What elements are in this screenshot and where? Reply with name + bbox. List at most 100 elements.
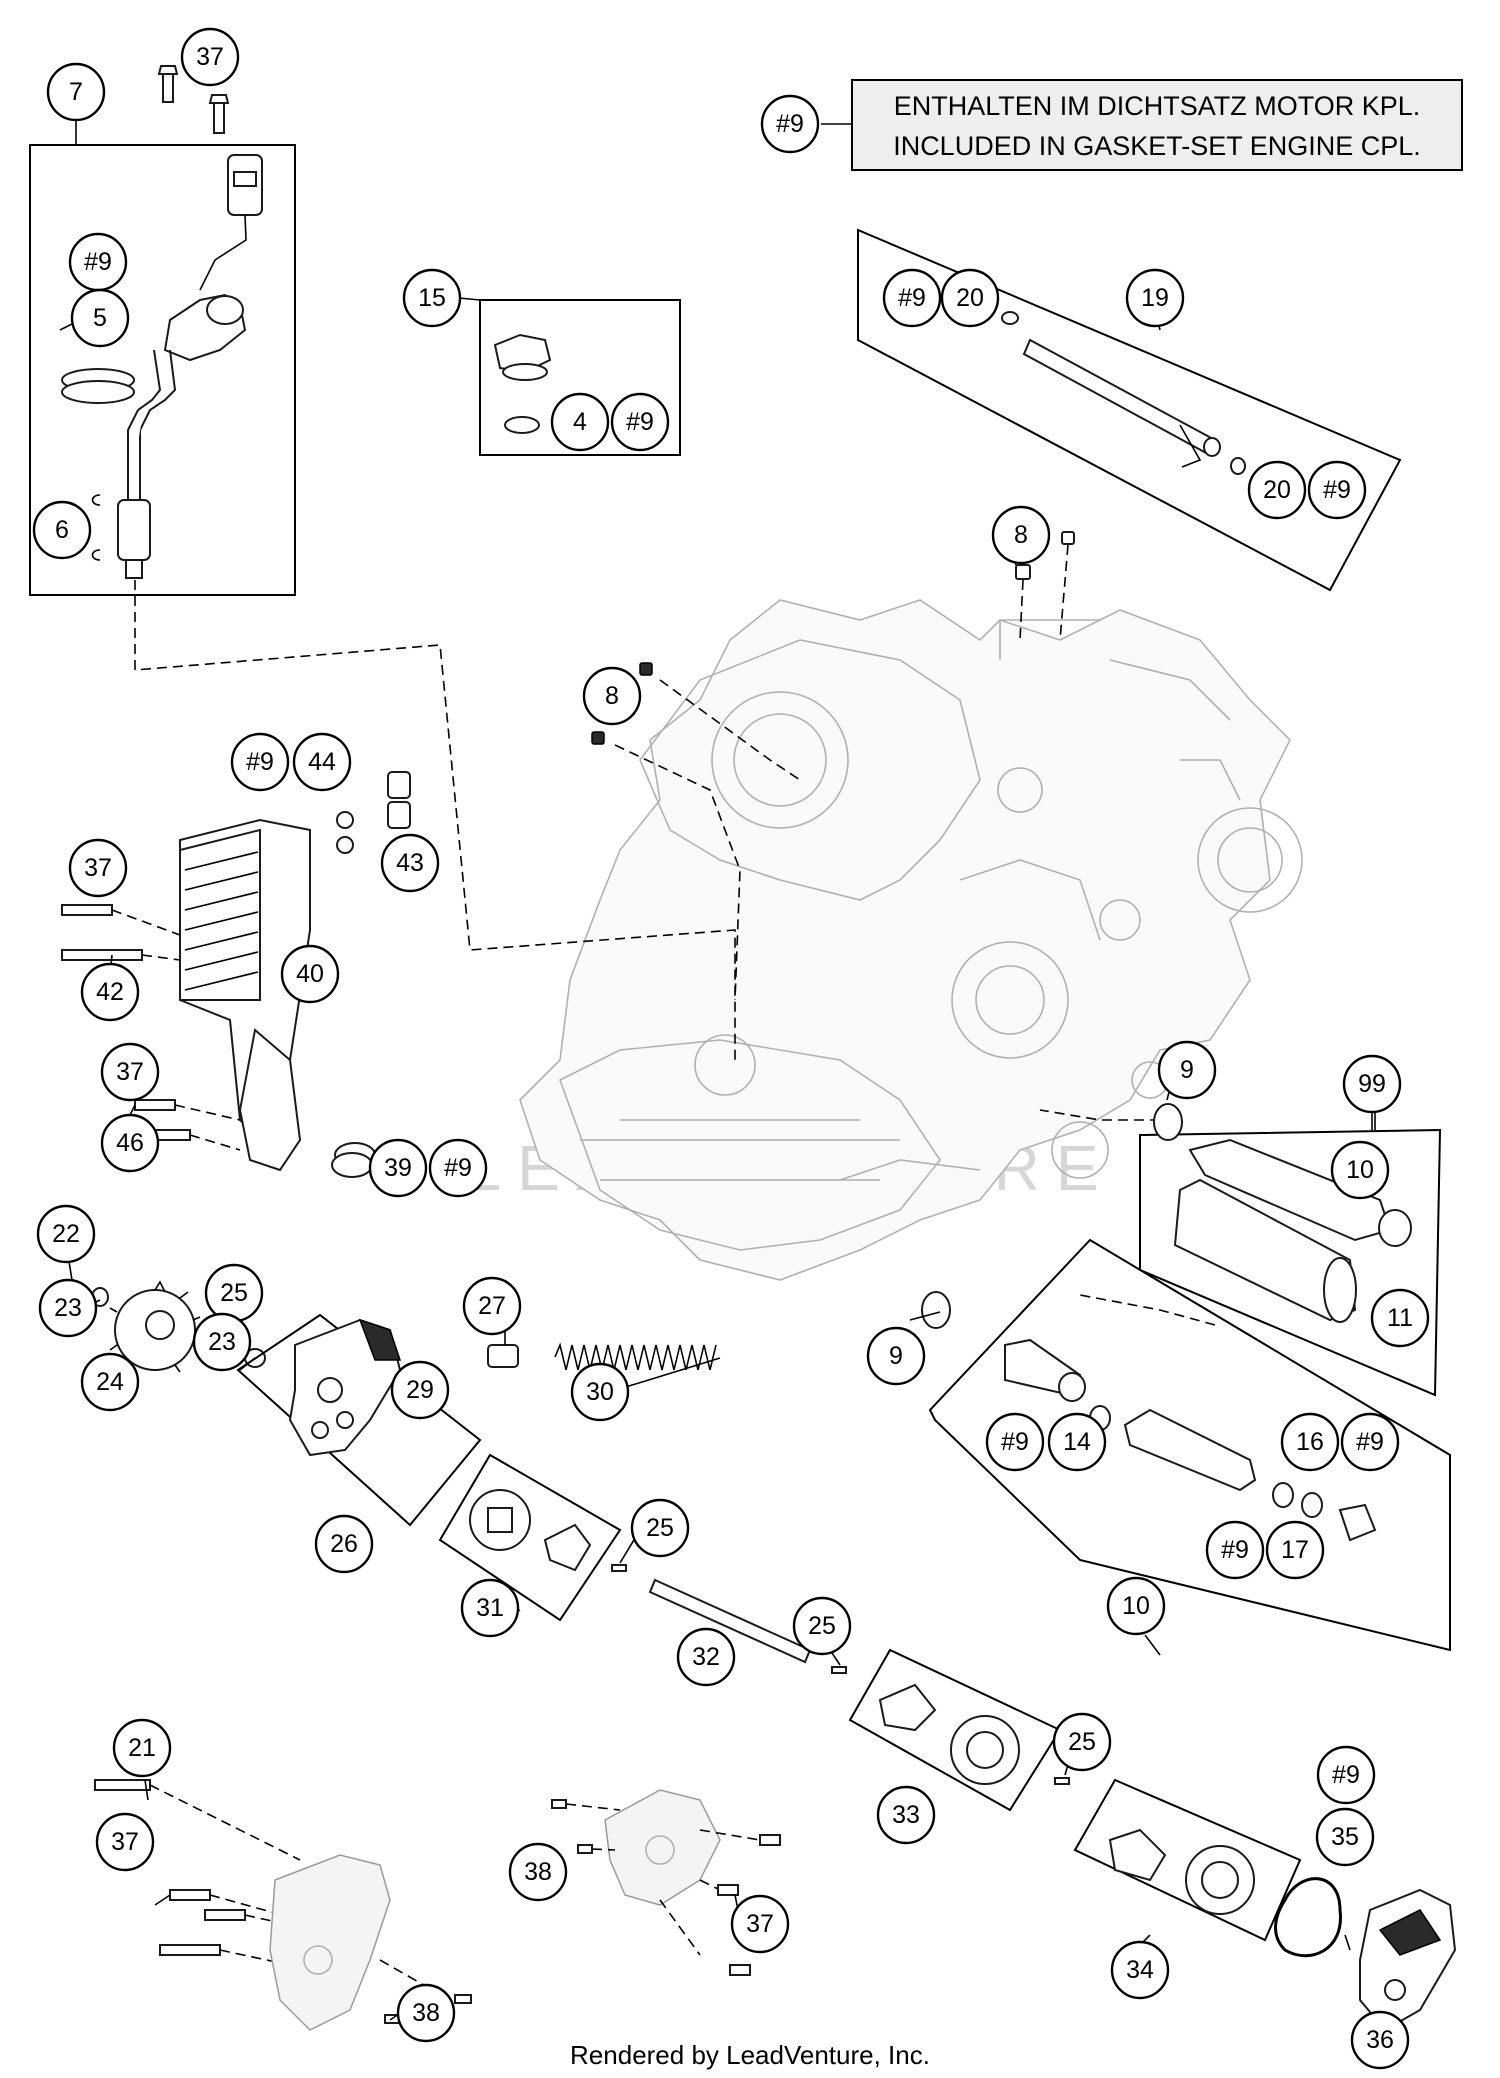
engine-crankcase <box>519 599 1303 1281</box>
callout-label: #9 <box>444 1154 472 1182</box>
callout-ring <box>985 1412 1045 1472</box>
callout-ring <box>1342 1054 1402 1114</box>
callout-25-c: 25 <box>792 1596 852 1656</box>
callout-9-plug: #9 <box>610 392 670 452</box>
callout-ring <box>32 500 92 560</box>
callout-ring <box>1047 1412 1107 1472</box>
callout-label: 21 <box>128 1734 156 1762</box>
callout-label: 40 <box>296 960 324 988</box>
plug-8-leader <box>614 744 741 1001</box>
callout-9-screen: #9 <box>985 1412 1045 1472</box>
pump-shaft-32 <box>611 1564 1070 1785</box>
callout-label: 20 <box>956 284 984 312</box>
callout-label: 10 <box>1346 1156 1374 1184</box>
oil-filter-box <box>1139 1128 1442 1397</box>
gasket-35 <box>1274 1877 1342 1958</box>
callout-ring <box>1350 2010 1410 2070</box>
callout-label: 20 <box>1263 476 1291 504</box>
callout-25-a: 25 <box>204 1263 264 1323</box>
callout-5: 5 <box>70 288 130 348</box>
callout-label: 23 <box>54 1294 82 1322</box>
callout-38-left: 38 <box>396 1983 456 2043</box>
rotor-33-box <box>848 1648 1062 1812</box>
callout-label: 33 <box>892 1801 920 1829</box>
callout-ring <box>1280 1412 1340 1472</box>
callout-label: #9 <box>1221 1536 1249 1564</box>
callout-label: 9 <box>889 1342 903 1370</box>
callout-37-left: 37 <box>100 1042 160 1102</box>
callout-label: 25 <box>220 1279 248 1307</box>
bolt-37-top <box>157 65 230 134</box>
callout-label: 7 <box>69 78 83 106</box>
oil-screen <box>921 1291 1377 1542</box>
callout-38-mid: 38 <box>508 1842 568 1902</box>
callout-36: 36 <box>1350 2010 1410 2070</box>
callout-label: 30 <box>586 1378 614 1406</box>
callout-label: 37 <box>84 854 112 882</box>
callout-ring <box>390 1360 450 1420</box>
tube-box <box>857 228 1402 592</box>
callout-24: 24 <box>80 1352 140 1412</box>
callout-9-cooler: #9 <box>230 732 290 792</box>
callout-ring <box>1205 1520 1265 1580</box>
callout-20-b: 20 <box>1247 460 1307 520</box>
callout-ring <box>100 1113 160 1173</box>
callout-ring <box>630 1498 690 1558</box>
callout-ring <box>80 1352 140 1412</box>
pump-cover-left <box>94 1779 472 2031</box>
callout-29: 29 <box>390 1360 450 1420</box>
callout-label: 38 <box>412 1999 440 2027</box>
callout-39: 39 <box>368 1138 428 1198</box>
callout-label: 36 <box>1366 2026 1394 2054</box>
callout-label: 19 <box>1141 284 1169 312</box>
callout-ring <box>1125 268 1185 328</box>
callout-42: 42 <box>80 962 140 1022</box>
callout-label: 23 <box>208 1328 236 1356</box>
note-line-de: ENTHALTEN IM DICHTSATZ MOTOR KPL. <box>894 91 1421 121</box>
oil-cooler <box>179 771 411 1178</box>
callout-label: #9 <box>898 284 926 312</box>
callout-ring <box>280 944 340 1004</box>
callout-9-screen-b: #9 <box>1340 1412 1400 1472</box>
callout-label: 9 <box>1180 1056 1194 1084</box>
seal-9-leader <box>1039 1109 1160 1121</box>
callout-label: 27 <box>478 1292 506 1320</box>
callout-label: 10 <box>1122 1592 1150 1620</box>
callout-40: 40 <box>280 944 340 1004</box>
callout-ring <box>192 1312 252 1372</box>
callout-9-tube-b: #9 <box>1307 460 1367 520</box>
callout-label: #9 <box>1356 1428 1384 1456</box>
callout-ring <box>396 1983 456 2043</box>
callout-ring <box>80 962 140 1022</box>
callout-label: 39 <box>384 1154 412 1182</box>
callout-8-top: 8 <box>991 505 1051 565</box>
callout-ring <box>112 1718 172 1778</box>
callout-label: 35 <box>1331 1823 1359 1851</box>
callout-label: 37 <box>111 1828 139 1856</box>
callout-20-a: 20 <box>940 268 1000 328</box>
callout-31: 31 <box>460 1578 520 1638</box>
callout-label: 37 <box>116 1058 144 1086</box>
callout-ring <box>940 268 1000 328</box>
callout-ring <box>570 1362 630 1422</box>
callout-ring <box>36 1204 96 1264</box>
callout-ring <box>230 732 290 792</box>
callout-ring <box>1315 1807 1375 1867</box>
callout-ring <box>582 666 642 726</box>
callout-label: 43 <box>396 849 424 877</box>
callout-ring <box>610 392 670 452</box>
callout-9-pump: #9 <box>1316 1745 1376 1805</box>
callout-23-b: 23 <box>192 1312 252 1372</box>
callout-34: 34 <box>1110 1940 1170 2000</box>
callout-label: 37 <box>746 1910 774 1938</box>
callout-label: #9 <box>1001 1428 1029 1456</box>
callout-22: 22 <box>36 1204 96 1264</box>
callout-label: #9 <box>84 248 112 276</box>
callout-ring <box>314 1514 374 1574</box>
callout-33: 33 <box>876 1785 936 1845</box>
rotor-31-box <box>438 1453 622 1622</box>
callout-label: 25 <box>646 1514 674 1542</box>
note-ref: #9 <box>776 110 804 138</box>
callout-ring <box>792 1596 852 1656</box>
callout-27: 27 <box>462 1276 522 1336</box>
